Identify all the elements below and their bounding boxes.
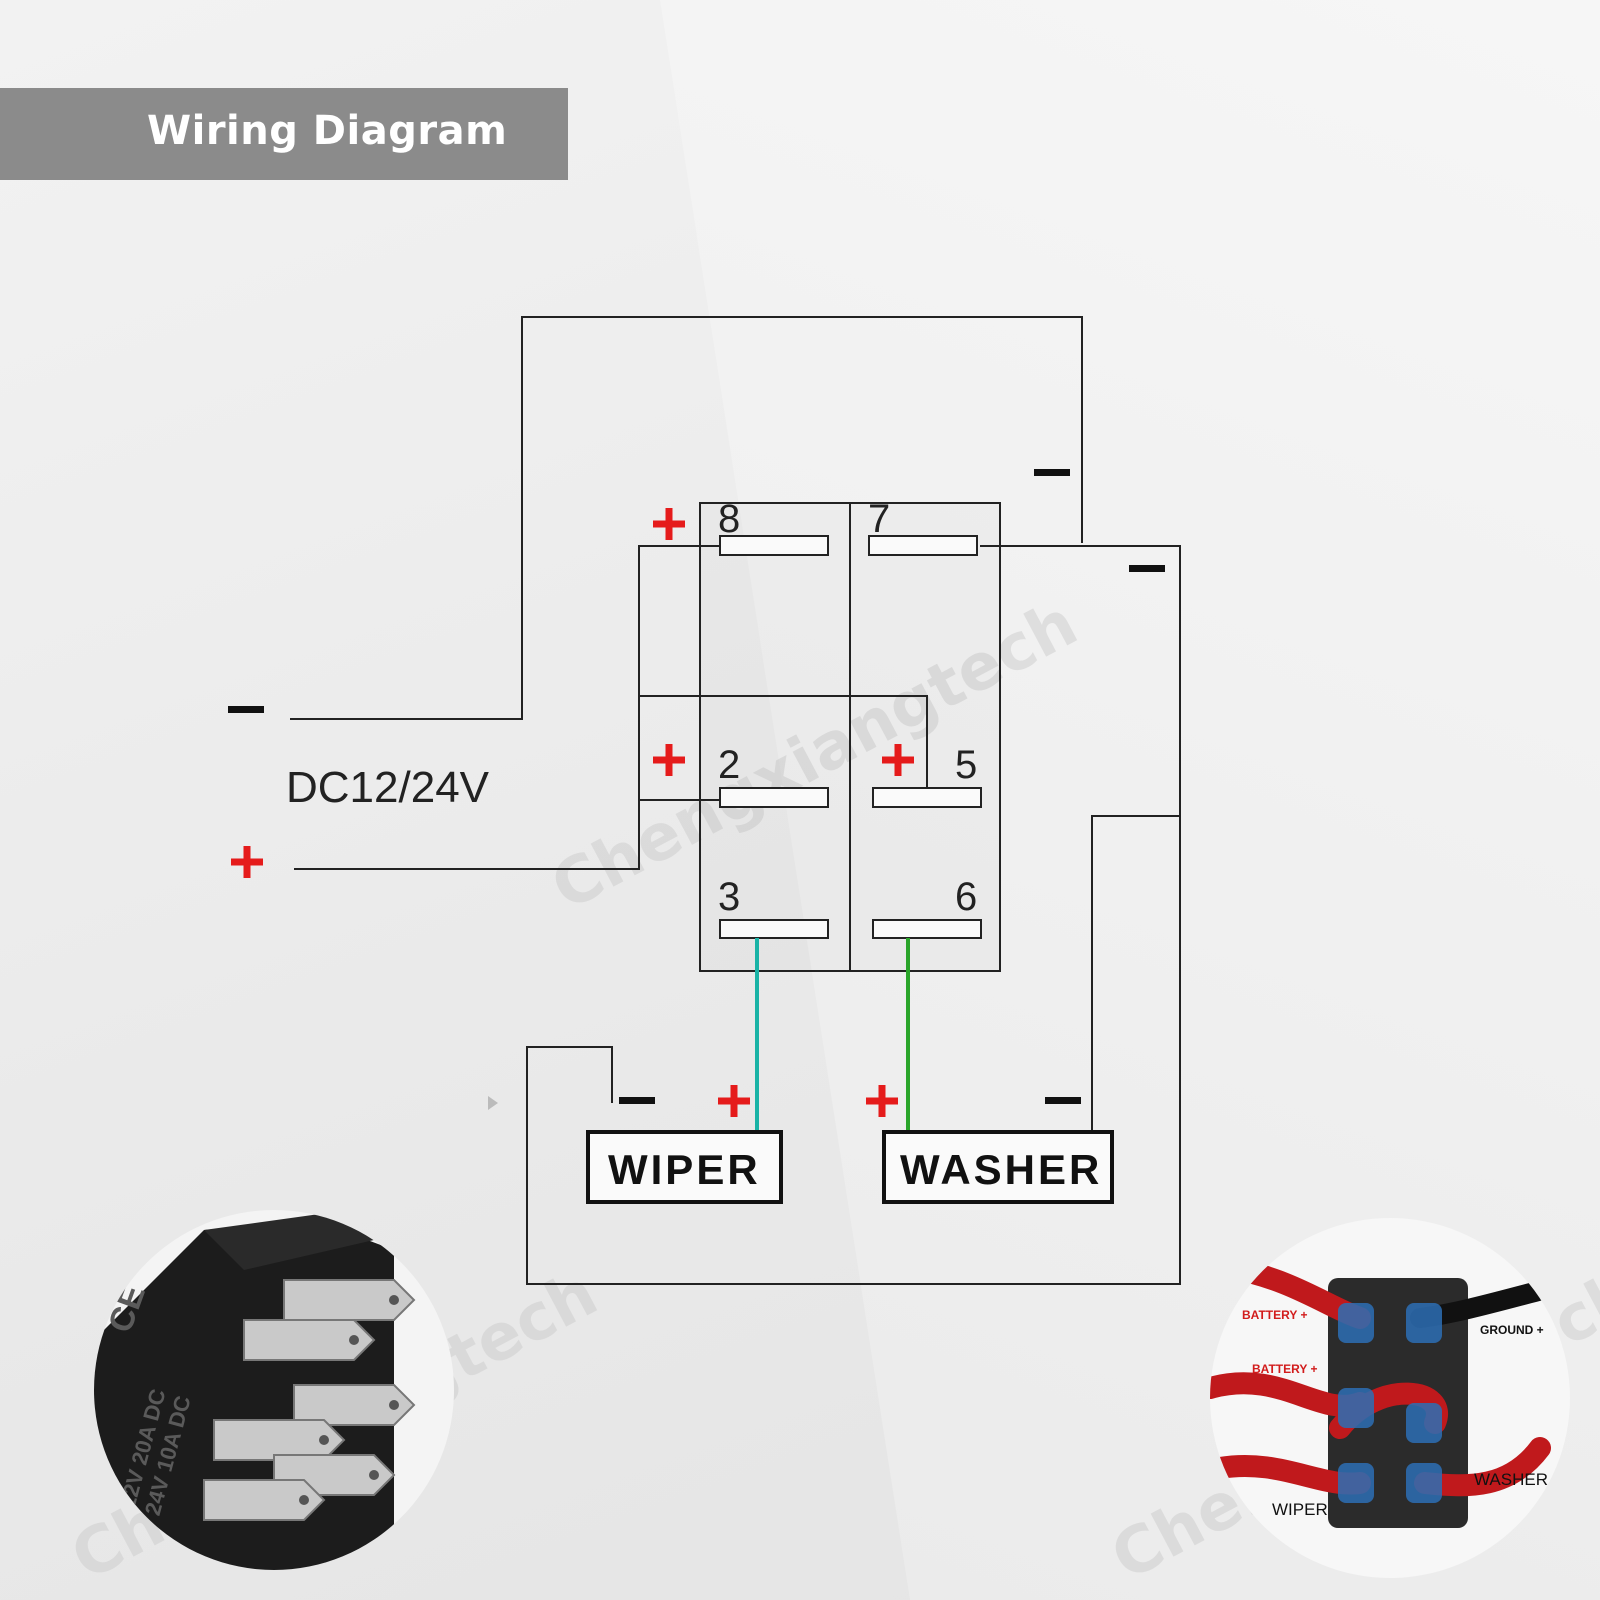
battery-plus-label: BATTERY +: [1242, 1308, 1308, 1322]
minus-markers: [228, 469, 1165, 1104]
terminal-3-label: 3: [718, 875, 740, 919]
wire-negative-top: [290, 316, 1083, 720]
page-title: Wiring Diagram: [147, 108, 508, 154]
battery-plus-label: BATTERY +: [1252, 1362, 1318, 1376]
terminal-8-label: 8: [718, 497, 740, 541]
supply-label: DC12/24V: [286, 763, 490, 812]
plus-icon: [653, 508, 685, 540]
terminal-6-label: 6: [955, 875, 977, 919]
wiper-box: [586, 1130, 783, 1204]
washer-box: [882, 1130, 1114, 1204]
washer-label: WASHER: [1474, 1470, 1548, 1489]
blade-terminal: [243, 1319, 376, 1361]
terminal-7-blade: [868, 535, 978, 556]
connector: [1338, 1463, 1374, 1503]
terminal-7-label: 7: [868, 497, 890, 541]
terminal-8-blade: [719, 535, 829, 556]
title-banner: [0, 88, 568, 180]
terminal-5-blade: [872, 787, 982, 808]
plus-icon: [866, 1085, 898, 1117]
wire-washer-negative: [1091, 815, 1180, 1132]
wire-positive-8: [294, 545, 720, 870]
switch-illustration: 12V 20A DC 24V 10A DC CE: [94, 1212, 416, 1570]
wire-negative-loop: [526, 545, 1181, 1285]
washer-label: WASHER: [900, 1146, 1102, 1193]
minus-icon: [228, 706, 264, 713]
wiper-label: WIPER: [1272, 1500, 1328, 1519]
minus-icon: [1129, 565, 1165, 572]
terminal-3-blade: [719, 919, 829, 939]
blade-terminal: [293, 1384, 416, 1426]
wiper-label: WIPER: [608, 1146, 761, 1193]
blade-terminal: [203, 1479, 326, 1521]
terminal-2-label: 2: [718, 743, 740, 787]
ground-plus-label: GROUND +: [1480, 1323, 1544, 1337]
arrow-mark: [488, 1096, 498, 1110]
connector: [1406, 1403, 1442, 1443]
plus-icon: [231, 846, 263, 878]
connector: [1406, 1303, 1442, 1343]
minus-icon: [619, 1097, 655, 1104]
plus-icon: [882, 744, 914, 776]
blade-terminal: [283, 1279, 416, 1321]
wire-positive-2-5: [639, 695, 928, 788]
terminal-6-blade: [872, 919, 982, 939]
connector: [1338, 1388, 1374, 1428]
plus-icon: [718, 1085, 750, 1117]
terminal-2-blade: [719, 787, 829, 808]
plus-markers: [231, 508, 914, 1117]
switch-photo: 12V 20A DC 24V 10A DC CE: [94, 1210, 454, 1570]
plus-icon: [653, 744, 685, 776]
minus-icon: [1045, 1097, 1081, 1104]
blade-terminal: [213, 1419, 346, 1461]
connector: [1338, 1303, 1374, 1343]
installed-illustration: [1210, 1257, 1560, 1528]
terminal-5-label: 5: [955, 743, 977, 787]
installed-photo: BATTERY + BATTERY + GROUND + WASHER WIPE…: [1210, 1218, 1570, 1578]
connector: [1406, 1463, 1442, 1503]
minus-icon: [1034, 469, 1070, 476]
